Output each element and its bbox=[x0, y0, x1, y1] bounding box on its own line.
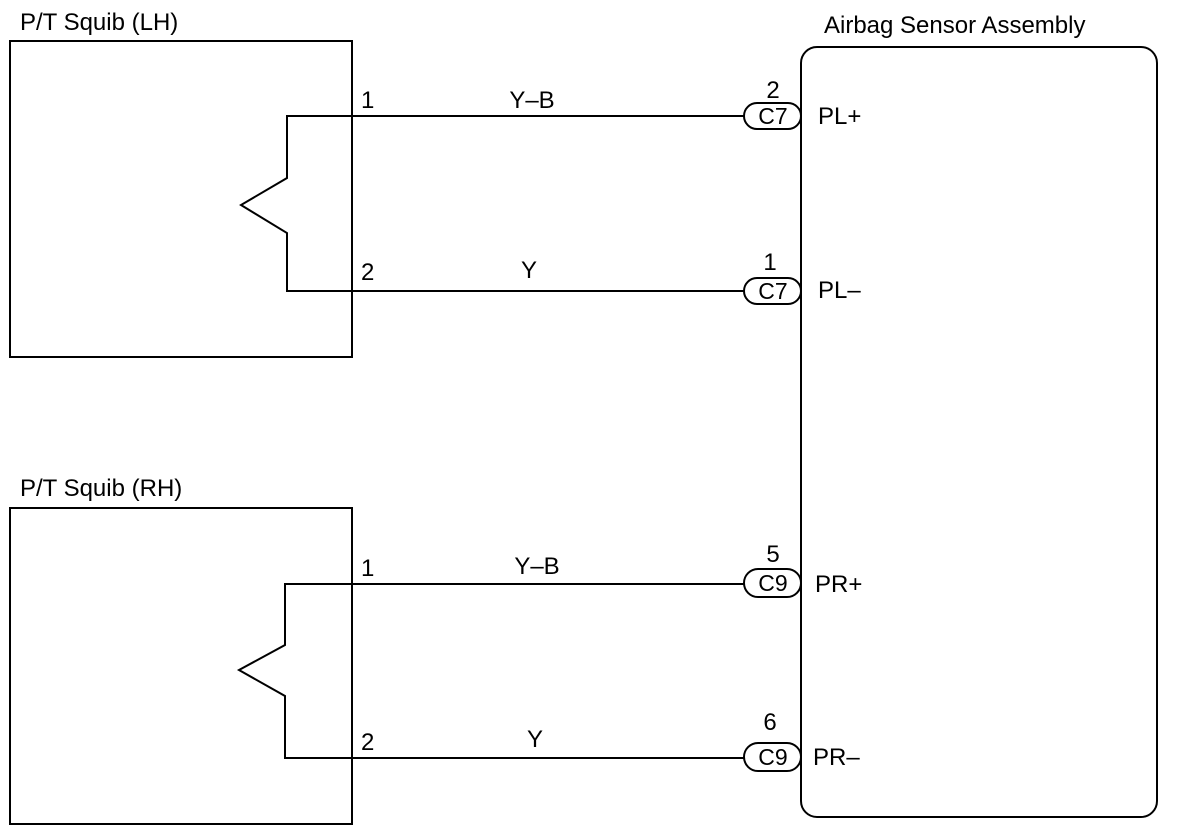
connector-c7-pin-1: 1 bbox=[763, 249, 776, 276]
wire-pr-plus-color: Y–B bbox=[514, 553, 559, 580]
squib-rh-pin-2: 2 bbox=[361, 729, 374, 756]
connector-c7-pin-2: 2 bbox=[766, 77, 779, 104]
squib-rh-pin-1: 1 bbox=[361, 555, 374, 582]
connector-c7-label: C7 bbox=[758, 278, 787, 304]
terminal-pr-minus: PR– bbox=[813, 744, 860, 771]
terminal-pr-plus: PR+ bbox=[815, 571, 862, 598]
connector-c7-label: C7 bbox=[758, 103, 787, 129]
wire-pr-minus-color: Y bbox=[527, 726, 543, 753]
connector-c7-pl-plus bbox=[743, 102, 802, 130]
squib-lh-pin-2: 2 bbox=[361, 259, 374, 286]
connector-c9-label: C9 bbox=[758, 744, 787, 770]
squib-lh-box bbox=[9, 40, 353, 358]
squib-rh-element-symbol bbox=[236, 583, 352, 759]
sensor-box bbox=[800, 46, 1158, 818]
wire-pl-plus-color: Y–B bbox=[509, 87, 554, 114]
terminal-pl-minus: PL– bbox=[818, 277, 861, 304]
connector-c9-pr-plus bbox=[743, 568, 802, 598]
squib-rh-box bbox=[9, 507, 353, 825]
wire-pl-minus-color: Y bbox=[521, 257, 537, 284]
connector-c9-label: C9 bbox=[758, 570, 787, 596]
squib-lh-title: P/T Squib (LH) bbox=[20, 9, 178, 36]
squib-lh-element-symbol bbox=[239, 115, 352, 292]
terminal-pl-plus: PL+ bbox=[818, 103, 861, 130]
connector-c9-pin-5: 5 bbox=[766, 541, 779, 568]
squib-lh-pin-1: 1 bbox=[361, 87, 374, 114]
squib-rh-title: P/T Squib (RH) bbox=[20, 475, 182, 502]
sensor-title: Airbag Sensor Assembly bbox=[824, 12, 1085, 39]
connector-c7-pl-minus bbox=[743, 277, 802, 305]
connector-c9-pin-6: 6 bbox=[763, 709, 776, 736]
connector-c9-pr-minus bbox=[743, 742, 802, 772]
